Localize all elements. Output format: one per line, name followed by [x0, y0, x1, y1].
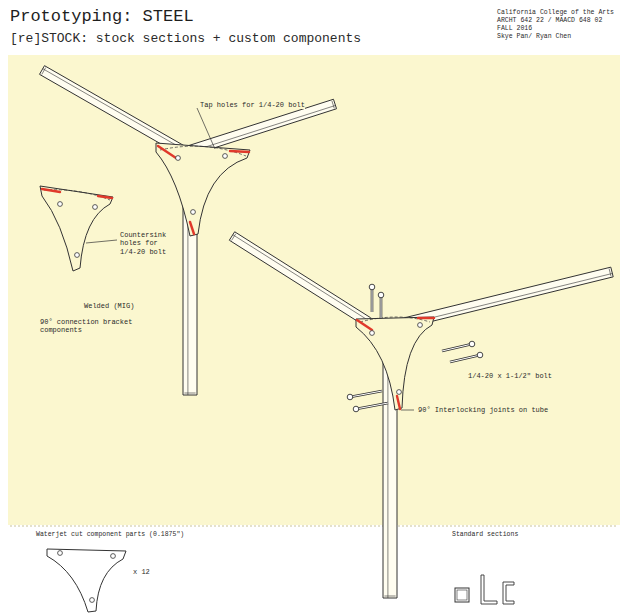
weld-seam	[190, 222, 194, 234]
steel-tube	[40, 66, 188, 157]
bolt-hole	[370, 331, 375, 336]
callout-label: Welded (MIG)	[84, 302, 134, 310]
bolt-shaft	[371, 287, 374, 312]
bolt-shaft	[356, 403, 388, 409]
waterjet-part	[47, 549, 126, 612]
callout-label: 90° Interlocking joints on tube	[418, 406, 548, 414]
weld-seam	[357, 320, 372, 330]
callout-label: 1/4-20 x 1-1/2" bolt	[468, 372, 552, 380]
tube-end	[609, 269, 611, 277]
section-heading: Standard sections	[452, 531, 518, 539]
tube-end	[332, 101, 334, 109]
header-note: FALL 2016	[497, 25, 532, 33]
bolt-shaft	[442, 344, 472, 351]
bolt-shaft	[380, 295, 383, 318]
weld-seam	[42, 189, 60, 192]
bolt-shaft	[350, 391, 382, 397]
bolt-hole	[176, 156, 181, 161]
bolt-hole	[111, 554, 116, 559]
bolt-shaft-core	[442, 344, 472, 351]
bolt-head	[378, 292, 384, 298]
connection-bracket	[356, 317, 434, 410]
angle-section	[481, 575, 497, 604]
bolt-hole	[90, 598, 95, 603]
bolt-head	[347, 394, 353, 400]
subtitle: [re]STOCK: stock sections + custom compo…	[10, 31, 361, 47]
tube-end	[42, 68, 46, 75]
callout-label: Countersink holes for 1/4-20 bolt	[120, 231, 174, 256]
bolt-head	[353, 406, 359, 412]
callout-label: Tap holes for 1/4-20 bolt	[200, 101, 305, 109]
bolt-shaft-core	[372, 287, 373, 312]
bolt-shaft-core	[381, 295, 382, 318]
poster-title: Prototyping: STEEL	[10, 7, 194, 27]
header-note: ARCHT 642 22 / MAACD 648 02	[497, 17, 602, 25]
weld-seam	[158, 146, 176, 158]
bolt-shaft-core	[450, 355, 480, 362]
bolt-hole	[58, 202, 63, 207]
weld-seam	[397, 396, 400, 409]
channel-section	[503, 582, 514, 604]
bolt-shaft	[450, 355, 480, 362]
bolt-hole	[93, 205, 98, 210]
callout-label: 90° connection bracket components	[40, 318, 140, 335]
tube-end	[384, 596, 395, 597]
bolt-hole	[397, 390, 402, 395]
connection-bracket	[156, 143, 250, 236]
leader-line	[197, 108, 215, 149]
bolt-hole	[223, 154, 228, 159]
tube-end	[232, 234, 236, 241]
weld-seam	[98, 196, 112, 198]
tube-edge	[233, 235, 369, 321]
tube-edge	[185, 105, 335, 153]
leader-line	[401, 410, 414, 411]
header-note: California College of the Arts	[497, 9, 614, 17]
bolt-hole	[191, 210, 196, 215]
square-tube-section	[455, 588, 469, 602]
bolt-hole	[58, 551, 63, 556]
bolt-hole	[75, 253, 80, 258]
tube-edge	[43, 69, 186, 151]
square-tube-section-inner	[457, 590, 467, 600]
bolt-hole	[418, 323, 423, 328]
leader-line	[86, 240, 117, 243]
tube-end	[184, 393, 195, 394]
quantity-label: x 12	[133, 568, 150, 576]
background-panel	[8, 55, 620, 525]
steel-tube	[229, 232, 370, 326]
section-heading: Waterjet cut component parts (0.1875")	[36, 531, 184, 539]
bracket-component	[40, 186, 113, 271]
header-note: Skye Pan/ Ryan Chen	[497, 33, 571, 41]
bolt-head	[369, 284, 375, 290]
bolt-head	[469, 341, 475, 347]
bolt-shaft-core	[350, 391, 382, 397]
panel-edge	[10, 526, 616, 527]
weld-seam	[230, 151, 249, 152]
weld-seam	[418, 317, 434, 319]
bolt-shaft-core	[356, 403, 388, 409]
bolt-head	[477, 352, 483, 358]
